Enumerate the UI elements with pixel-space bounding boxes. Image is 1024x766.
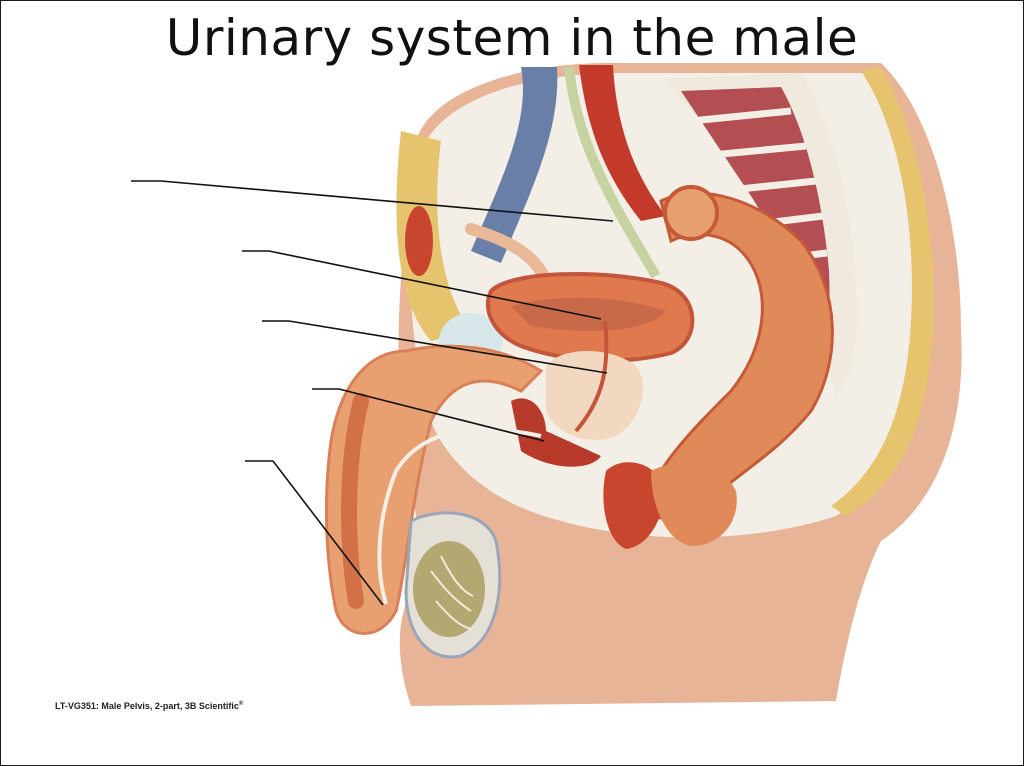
leader-penile-urethra xyxy=(245,460,384,606)
penile-urethra xyxy=(377,427,542,605)
sacrum-marrow xyxy=(681,87,830,351)
figure-caption: LT-VG351: Male Pelvis, 2-part, 3B Scient… xyxy=(55,701,244,711)
fat-layer xyxy=(831,67,934,516)
anal-canal xyxy=(651,462,737,546)
vein xyxy=(471,67,558,263)
artery xyxy=(579,65,666,221)
rectum-lumen xyxy=(663,185,719,241)
pubic-bone xyxy=(405,206,433,276)
leader-bladder xyxy=(242,250,602,320)
anal-sphincter xyxy=(603,462,663,549)
testis xyxy=(413,541,485,637)
slide-title: Urinary system in the male xyxy=(165,9,859,67)
registered-mark: ® xyxy=(238,701,244,707)
leader-prostatic-urethra xyxy=(262,320,608,374)
perineal-muscle xyxy=(511,398,601,467)
label-leaders xyxy=(131,180,614,606)
leader-ureter xyxy=(131,180,614,222)
leader-membranous-urethra xyxy=(312,388,545,442)
sacrum-bone xyxy=(661,73,858,396)
nerve xyxy=(564,66,661,279)
corpus-spongiosum xyxy=(341,393,369,609)
prostate xyxy=(546,351,644,440)
pubic-fat xyxy=(396,131,471,341)
prostatic-urethra xyxy=(574,320,609,433)
